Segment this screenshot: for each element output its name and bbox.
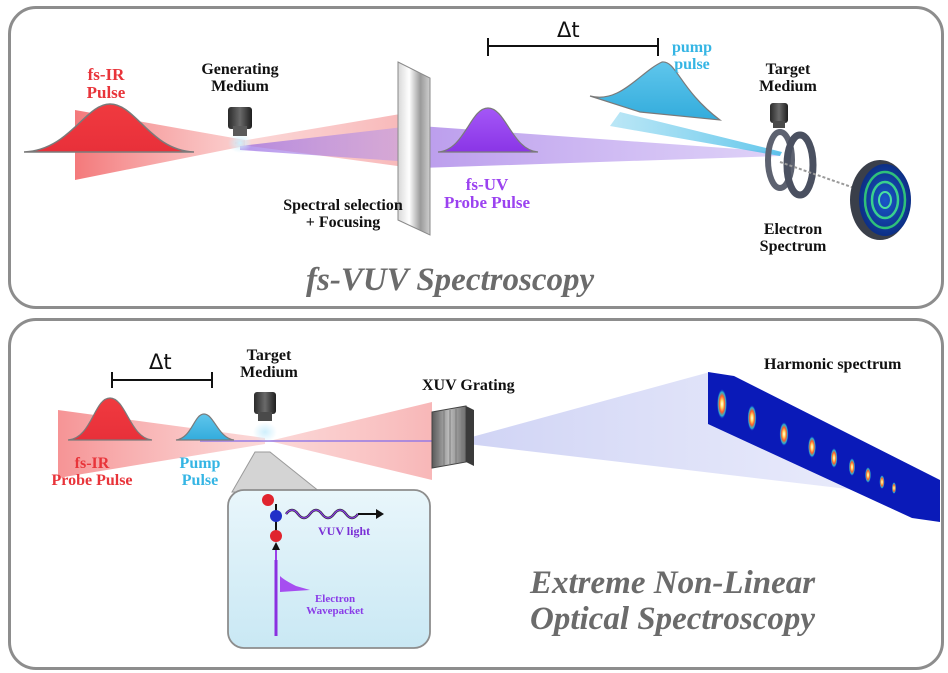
fs-ir-label-line1: fs-IR	[87, 65, 125, 84]
spectral-label-line1: Spectral selection	[283, 197, 403, 214]
delta-t-bar-top	[487, 38, 659, 56]
generating-label-line2: Medium	[211, 77, 269, 95]
fs-ir-label-line2: Pulse	[86, 82, 126, 102]
harmonic-spectrum-label: Harmonic spectrum	[764, 356, 902, 373]
vuv-light-label: VUV light	[318, 524, 371, 538]
fs-ir-pulse-label: fs-IR Pulse	[78, 66, 134, 102]
bottom-title-line1: Extreme Non-Linear	[530, 565, 816, 601]
fs-uv-probe-pulse	[437, 107, 539, 153]
pump-label-line2: pulse	[674, 55, 710, 73]
fs-ir-probe-line2: Probe Pulse	[51, 471, 133, 489]
pump-pulse-label: pump pulse	[666, 39, 718, 74]
pump-bottom-line2: Pulse	[181, 471, 219, 489]
pump-bottom-line1: Pump	[179, 455, 221, 472]
electron-spectrum-line2: Spectrum	[759, 237, 827, 255]
fs-ir-probe-line1: fs-IR	[74, 455, 110, 472]
uv-beam-diverging	[240, 126, 412, 162]
target-medium-label-bottom: Target Medium	[232, 347, 306, 382]
xuv-grating	[431, 405, 474, 469]
target-medium-label-top: Target Medium	[752, 61, 824, 96]
target-medium-nozzle-top	[770, 103, 788, 128]
fs-uv-probe-label: fs-UV Probe Pulse	[434, 176, 540, 212]
bottom-panel-frame	[8, 318, 944, 670]
top-panel-title: fs-VUV Spectroscopy	[306, 262, 595, 298]
xuv-beam	[468, 372, 890, 494]
pump-pulse-bottom	[175, 413, 235, 441]
pump-pulse-label-bottom: Pump Pulse	[172, 455, 228, 490]
generating-medium-label: Generating Medium	[194, 61, 286, 96]
spectral-selection-label: Spectral selection + Focusing	[270, 197, 416, 232]
harmonic-spectrum-detector	[708, 372, 940, 522]
fs-ir-pulse	[23, 103, 195, 153]
generating-label-line1: Generating	[201, 61, 279, 78]
target-top-line1: Target	[765, 61, 811, 78]
delta-t-label-bottom: Δt	[149, 350, 172, 374]
fsuv-label-line2: Probe Pulse	[443, 192, 531, 212]
bottom-panel-title: Extreme Non-Linear Optical Spectroscopy	[530, 565, 816, 637]
delta-t-label-top: Δt	[557, 18, 580, 42]
wavepacket-line1: Electron	[314, 593, 356, 605]
electron-spectrometer-rings	[765, 129, 861, 199]
electron-wavepacket-label: Electron Wavepacket	[290, 593, 380, 617]
xuv-grating-label: XUV Grating	[422, 377, 515, 394]
electron-detector	[850, 160, 911, 240]
pump-beam	[610, 112, 782, 156]
spectral-label-line2: + Focusing	[305, 213, 381, 231]
target-medium-nozzle-bottom	[253, 392, 277, 442]
electron-spectrum-label: Electron Spectrum	[746, 221, 840, 256]
inset-callout	[231, 451, 322, 493]
electron-wavepacket-inset	[227, 489, 431, 649]
fsuv-label-line1: fs-UV	[465, 175, 509, 194]
focusing-optic	[397, 61, 431, 236]
delta-t-bar-bottom	[111, 372, 213, 388]
wavepacket-line2: Wavepacket	[306, 604, 364, 617]
target-top-line2: Medium	[759, 77, 817, 95]
pump-pulse	[589, 61, 723, 121]
target-bottom-line2: Medium	[240, 363, 298, 381]
electron-spectrum-line1: Electron	[763, 221, 823, 238]
fs-ir-probe-pulse	[67, 397, 153, 441]
generating-medium-nozzle	[228, 107, 252, 153]
pump-label-line1: pump	[671, 39, 713, 56]
bottom-title-line2: Optical Spectroscopy	[530, 600, 816, 637]
target-bottom-line1: Target	[246, 347, 292, 364]
fs-ir-probe-label: fs-IR Probe Pulse	[46, 455, 138, 490]
